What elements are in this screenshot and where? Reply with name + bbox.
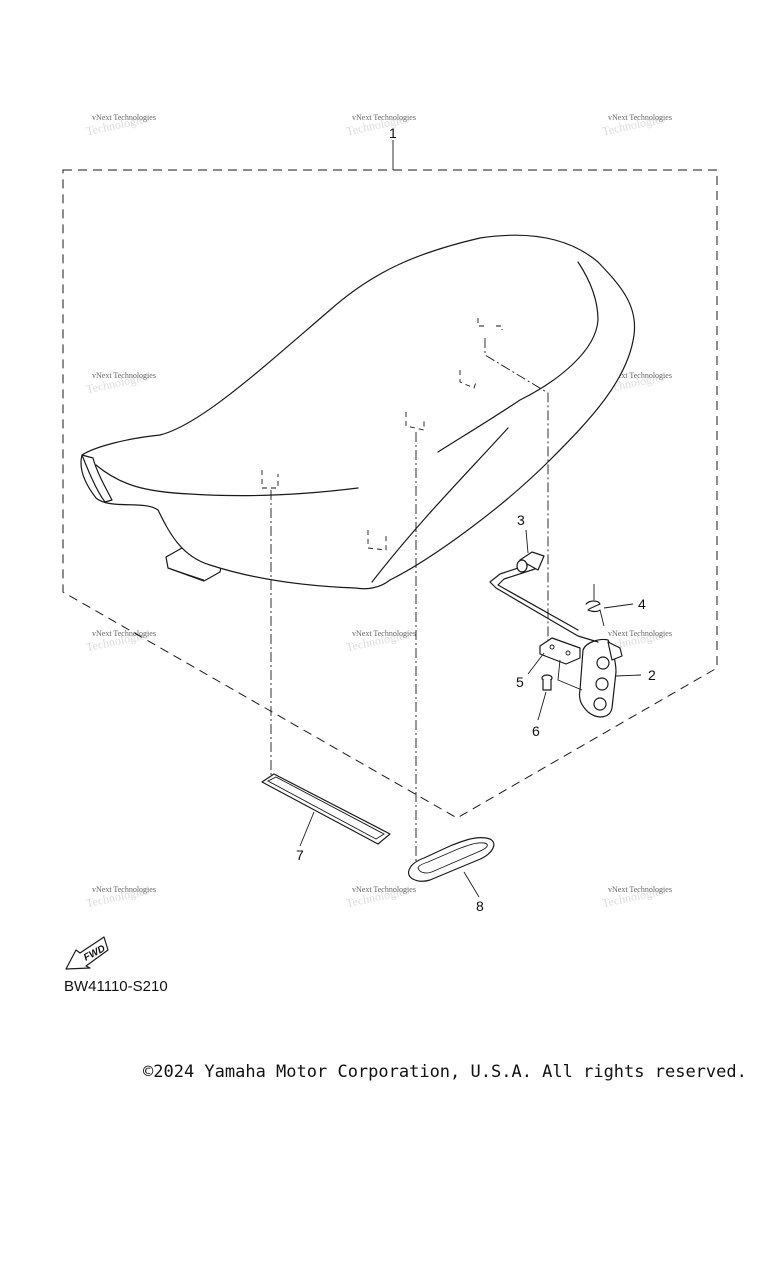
leader-4 bbox=[603, 603, 634, 609]
alignment-line bbox=[484, 338, 549, 642]
diagram-code: BW41110-S210 bbox=[64, 978, 168, 995]
part-8-band bbox=[408, 837, 495, 882]
seat-hook-marker bbox=[459, 370, 477, 389]
copyright-notice: ©2024 Yamaha Motor Corporation, U.S.A. A… bbox=[143, 1062, 747, 1082]
svg-text:vNext Technologies: vNext Technologies bbox=[608, 371, 672, 380]
leader-5 bbox=[527, 652, 545, 675]
leader-8 bbox=[463, 871, 480, 898]
seat-hook-marker bbox=[367, 530, 387, 551]
leader-6 bbox=[537, 691, 547, 721]
part-5-plate bbox=[539, 637, 583, 691]
plate-hole bbox=[549, 644, 555, 650]
part-7-strap bbox=[261, 773, 391, 845]
seat-side-seam bbox=[95, 464, 359, 497]
callout-2: 2 bbox=[648, 667, 656, 683]
part-3-sleeve bbox=[516, 551, 545, 573]
watermark: vNext Technologies Technologies bbox=[345, 883, 416, 910]
part-4-spring bbox=[585, 584, 605, 627]
seat-hook-marker bbox=[261, 470, 279, 489]
seat-hook-marker bbox=[405, 412, 425, 431]
part-2-latch-bracket bbox=[578, 638, 623, 718]
callout-7: 7 bbox=[296, 847, 304, 863]
latch-rod bbox=[489, 561, 599, 643]
leader-lines bbox=[299, 529, 642, 898]
seat-side-contour bbox=[371, 427, 509, 583]
assembly-boundary bbox=[62, 169, 718, 819]
seat-skid-edge bbox=[167, 567, 205, 581]
alignment-lines bbox=[270, 338, 549, 868]
fwd-label: FWD bbox=[82, 943, 107, 963]
leader-7 bbox=[299, 811, 315, 847]
svg-text:vNext Technologies: vNext Technologies bbox=[608, 885, 672, 894]
svg-text:vNext Technologies: vNext Technologies bbox=[92, 113, 156, 122]
callout-5: 5 bbox=[516, 674, 524, 690]
watermark: vNext Technologies Technologies bbox=[85, 111, 156, 138]
watermark: vNext Technologies Technologies bbox=[85, 369, 156, 396]
watermark: vNext Technologies Technologies bbox=[85, 883, 156, 910]
seat-hook-marker bbox=[477, 318, 486, 327]
svg-text:vNext Technologies: vNext Technologies bbox=[352, 885, 416, 894]
sleeve-end bbox=[516, 559, 528, 573]
seat-top-seam bbox=[437, 261, 599, 453]
watermark: vNext Technologies Technologies bbox=[85, 627, 156, 654]
watermark: vNext Technologies Technologies bbox=[345, 111, 416, 138]
bracket-hole bbox=[593, 697, 607, 711]
svg-text:vNext Technologies: vNext Technologies bbox=[92, 629, 156, 638]
leader-3 bbox=[525, 529, 529, 554]
part-6-bolt bbox=[541, 674, 553, 691]
svg-text:vNext Technologies: vNext Technologies bbox=[352, 629, 416, 638]
plate-hole bbox=[565, 650, 571, 656]
seat-hook-marker bbox=[496, 325, 503, 330]
svg-text:vNext Technologies: vNext Technologies bbox=[92, 371, 156, 380]
watermark: vNext Technologies Technologies bbox=[345, 627, 416, 654]
watermark: vNext Technologies Technologies bbox=[601, 111, 672, 138]
callout-1: 1 bbox=[389, 125, 397, 141]
svg-text:vNext Technologies: vNext Technologies bbox=[352, 113, 416, 122]
callout-6: 6 bbox=[532, 723, 540, 739]
seat-front-cavity bbox=[81, 454, 113, 503]
svg-text:vNext Technologies: vNext Technologies bbox=[608, 113, 672, 122]
callout-8: 8 bbox=[476, 898, 484, 914]
bracket-hole bbox=[595, 677, 609, 691]
fwd-arrow-icon: FWD bbox=[65, 936, 109, 970]
leader-2 bbox=[615, 674, 642, 677]
bracket-hole bbox=[596, 656, 610, 670]
callout-4: 4 bbox=[638, 596, 646, 612]
seat-hooks bbox=[261, 318, 503, 551]
watermark: vNext Technologies Technologies bbox=[601, 883, 672, 910]
callout-3: 3 bbox=[517, 512, 525, 528]
svg-text:vNext Technologies: vNext Technologies bbox=[608, 629, 672, 638]
seat-body bbox=[80, 234, 636, 590]
svg-text:vNext Technologies: vNext Technologies bbox=[92, 885, 156, 894]
